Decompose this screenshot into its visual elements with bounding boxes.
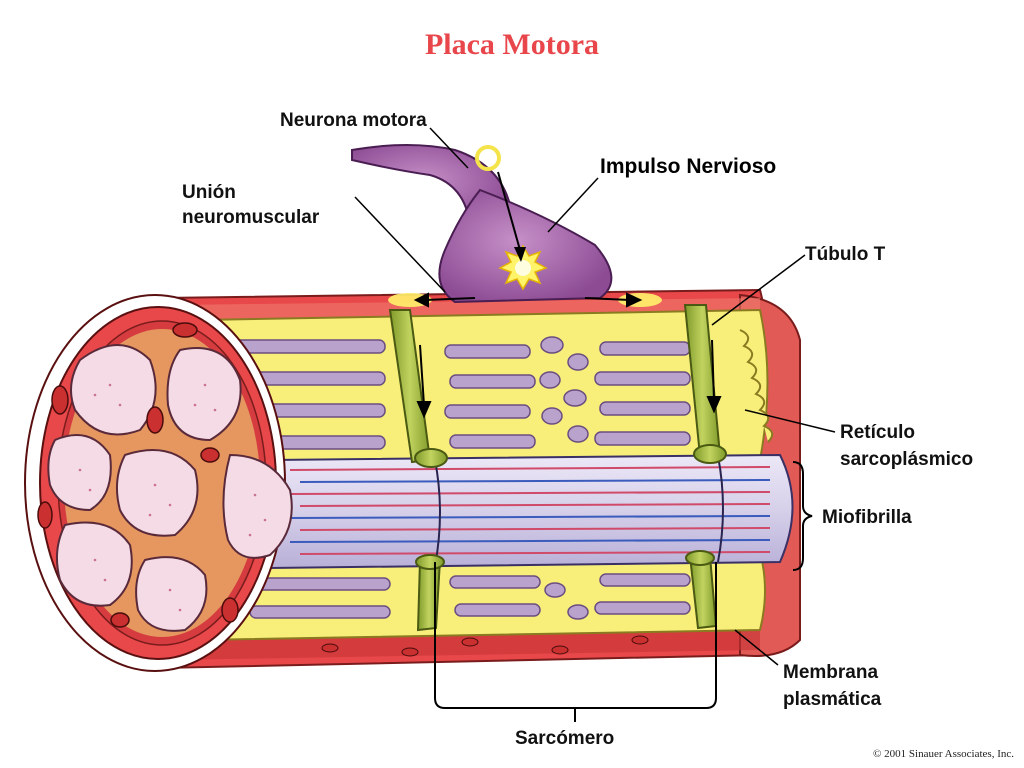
label-reticulo: Retículo — [840, 422, 915, 443]
label-neuromuscular: neuromuscular — [182, 207, 320, 228]
label-union: Unión — [182, 182, 236, 203]
myofibril-striations — [289, 466, 771, 555]
label-sarcoplasmico: sarcoplásmico — [840, 449, 974, 470]
motor-neuron-terminal — [438, 188, 613, 304]
miofibrilla-brace — [792, 461, 813, 571]
page-title: Placa Motora — [424, 28, 600, 61]
myofibril-cross-sections — [47, 344, 293, 632]
reticulum-channels-upper — [224, 336, 691, 450]
label-neurona-motora: Neurona motora — [280, 110, 427, 131]
label-plasmatica: plasmática — [783, 689, 882, 710]
label-sarcomero: Sarcómero — [515, 728, 615, 749]
label-miofibrilla: Miofibrilla — [822, 507, 912, 528]
mitochondria — [37, 322, 239, 628]
reticulum-channels-lower — [239, 573, 691, 620]
myofibril — [269, 453, 794, 570]
label-impulso-nervioso: Impulso Nervioso — [600, 155, 777, 178]
leader-lines — [354, 127, 836, 666]
copyright-notice: © 2001 Sinauer Associates, Inc. — [873, 748, 1014, 760]
label-membrana: Membrana — [783, 662, 879, 683]
label-tubulo-t: Túbulo T — [805, 244, 886, 265]
